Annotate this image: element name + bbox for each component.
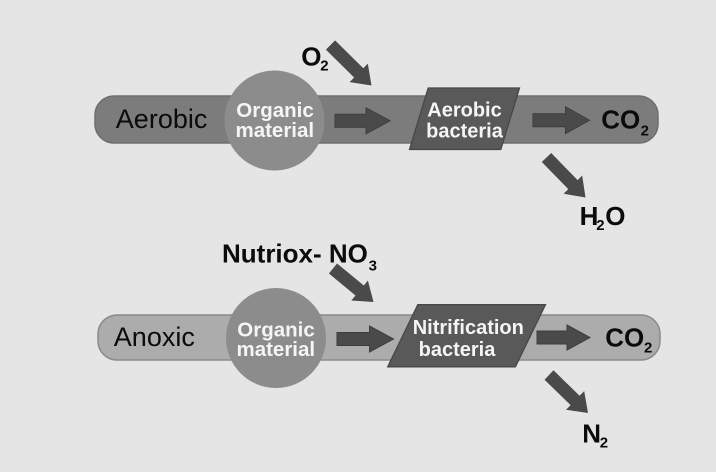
svg-text:material: material <box>236 338 315 361</box>
svg-text:Organic: Organic <box>236 99 313 122</box>
svg-text:bacteria: bacteria <box>426 120 504 142</box>
svg-text:Aerobic: Aerobic <box>116 104 208 134</box>
svg-text:Aerobic: Aerobic <box>427 99 501 121</box>
svg-text:O: O <box>605 201 625 231</box>
svg-text:material: material <box>235 119 314 142</box>
svg-text:CO: CO <box>601 105 640 135</box>
svg-text:2: 2 <box>600 435 608 452</box>
svg-text:3: 3 <box>369 257 377 274</box>
svg-text:O: O <box>301 41 321 71</box>
svg-text:CO: CO <box>605 322 644 352</box>
svg-text:2: 2 <box>644 340 652 357</box>
svg-text:N: N <box>582 419 601 449</box>
svg-text:H: H <box>580 201 599 231</box>
svg-text:Anoxic: Anoxic <box>114 322 195 352</box>
svg-text:2: 2 <box>641 123 649 140</box>
svg-text:2: 2 <box>320 57 328 74</box>
svg-text:2: 2 <box>596 217 604 234</box>
svg-text:Nutriox- NO: Nutriox- NO <box>222 238 368 268</box>
svg-text:Nitrification: Nitrification <box>413 317 524 339</box>
svg-text:Organic: Organic <box>237 319 314 342</box>
svg-text:bacteria: bacteria <box>419 339 497 361</box>
